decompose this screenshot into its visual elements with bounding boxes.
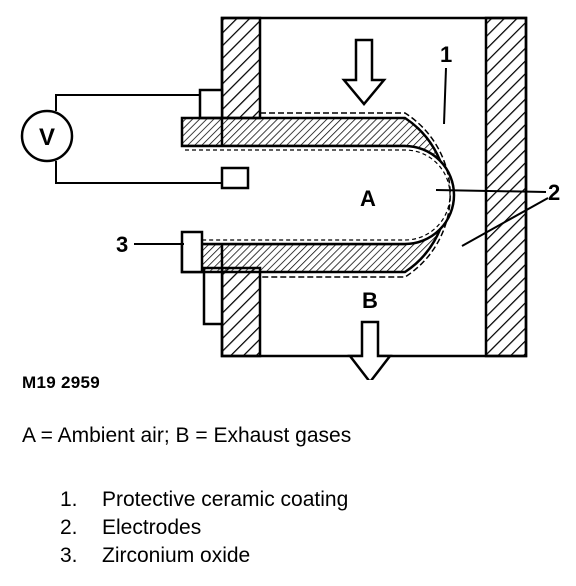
callout-2-leader-b (461, 197, 549, 247)
legend-number: 3. (60, 544, 78, 567)
left-upper-pipe-wall (220, 16, 262, 120)
legend-item: 3. Zirconium oxide (60, 542, 348, 570)
legend-item: 1. Protective ceramic coating (60, 486, 348, 514)
oxygen-sensor-diagram: V A B 1 2 3 (20, 16, 560, 380)
right-pipe-wall (484, 16, 528, 358)
inner-air-channel (182, 144, 456, 246)
legend-text: Zirconium oxide (102, 544, 251, 567)
ambient-air-arrow (341, 38, 387, 106)
caption: A = Ambient air; B = Exhaust gases (22, 424, 352, 447)
sensor-open-end (180, 230, 204, 274)
voltmeter-circle (20, 109, 74, 163)
legend-text: Protective ceramic coating (102, 488, 349, 511)
left-lower-pipe-wall (220, 266, 262, 358)
callout-1-label: 1 (440, 42, 452, 67)
legend-text: Electrodes (102, 516, 202, 539)
voltmeter-wire-bottom (55, 161, 222, 184)
legend-number: 1. (60, 488, 78, 511)
voltmeter-wire-top (55, 94, 200, 111)
region-a-label: A (360, 186, 376, 211)
legend-number: 2. (60, 516, 78, 539)
electrode-contact (220, 166, 250, 190)
callout-3-label: 3 (116, 232, 128, 257)
callout-1-leader (443, 67, 447, 125)
exhaust-gas-arrow (347, 320, 393, 380)
protective-coating-line (260, 112, 451, 278)
mount-lower (202, 266, 224, 326)
mount-upper (198, 88, 224, 120)
legend-list: 1. Protective ceramic coating 2. Electro… (60, 486, 348, 570)
region-b-label: B (362, 288, 378, 313)
callout-2-label: 2 (548, 180, 560, 205)
legend-item: 2. Electrodes (60, 514, 348, 542)
callout-2-leader-a (435, 189, 547, 193)
voltmeter-label: V (39, 124, 55, 151)
figure-id: M19 2959 (22, 373, 101, 392)
inner-electrode-line (185, 149, 451, 241)
